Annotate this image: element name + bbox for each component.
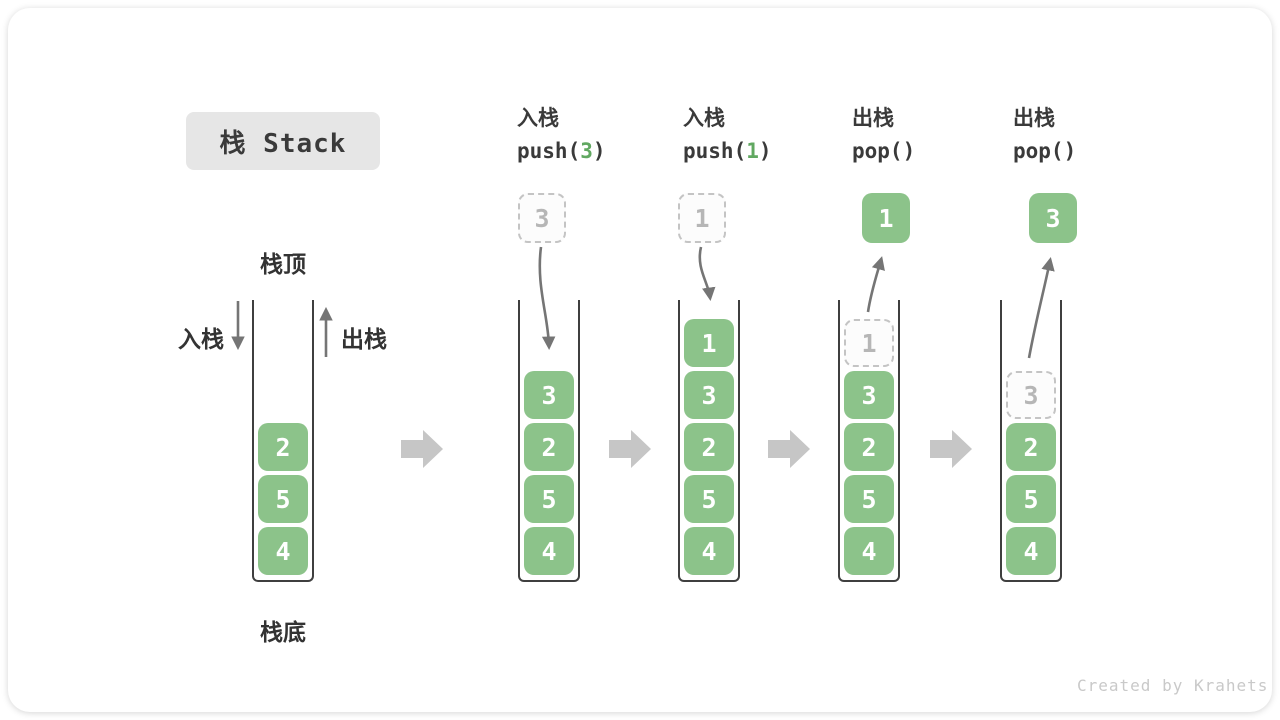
pop-direction-label: 出栈 bbox=[341, 327, 387, 353]
code-pre: push( bbox=[683, 139, 747, 163]
title-badge: 栈 Stack bbox=[186, 112, 380, 170]
code-post: ) bbox=[758, 139, 772, 163]
stack-cell: 2 bbox=[1006, 423, 1056, 471]
stack-cell: 5 bbox=[258, 475, 308, 523]
stack-cell: 1 bbox=[684, 319, 734, 367]
op-cn-label: 入栈 bbox=[683, 106, 725, 130]
stack-cell: 3 bbox=[684, 371, 734, 419]
stack-bottom-label: 栈底 bbox=[260, 620, 306, 646]
op-code-label: pop() bbox=[852, 133, 1002, 169]
op-code-label: pop() bbox=[1013, 133, 1163, 169]
push-1-curve-arrow bbox=[698, 246, 716, 302]
code-pre: pop( bbox=[1013, 139, 1064, 163]
stack-cell: 5 bbox=[684, 475, 734, 523]
op-cn-label: 出栈 bbox=[852, 106, 894, 130]
op-header-push-1: 入栈 push(1) bbox=[683, 103, 833, 169]
code-post: ) bbox=[592, 139, 606, 163]
op-cn-label: 出栈 bbox=[1013, 106, 1055, 130]
op-cn-label: 入栈 bbox=[517, 106, 559, 130]
floating-element-pop-1: 1 bbox=[862, 193, 910, 243]
stack-cell-ghost: 3 bbox=[1006, 371, 1056, 419]
code-post: ) bbox=[902, 139, 916, 163]
code-arg: 1 bbox=[746, 139, 759, 163]
op-header-pop-1: 出栈 pop() bbox=[852, 103, 1002, 169]
transition-block-arrow-1 bbox=[401, 430, 443, 468]
stack-cell: 4 bbox=[684, 527, 734, 575]
stack-cell: 2 bbox=[684, 423, 734, 471]
stack-cell: 3 bbox=[524, 371, 574, 419]
code-pre: push( bbox=[517, 139, 581, 163]
code-post: ) bbox=[1063, 139, 1077, 163]
stack-cell: 4 bbox=[1006, 527, 1056, 575]
op-code-label: push(1) bbox=[683, 133, 833, 169]
op-code-label: push(3) bbox=[517, 133, 667, 169]
transition-block-arrow-4 bbox=[930, 430, 972, 468]
stack-cell: 3 bbox=[844, 371, 894, 419]
code-arg: 3 bbox=[580, 139, 593, 163]
stack-cell: 5 bbox=[844, 475, 894, 523]
push-direction-label: 入栈 bbox=[178, 327, 224, 353]
stack-cell: 5 bbox=[1006, 475, 1056, 523]
stack-cell: 4 bbox=[524, 527, 574, 575]
stack-top-label: 栈顶 bbox=[260, 252, 306, 278]
stack-cell-ghost: 1 bbox=[844, 319, 894, 367]
stack-cell: 4 bbox=[844, 527, 894, 575]
transition-block-arrow-2 bbox=[609, 430, 651, 468]
stack-cell: 2 bbox=[844, 423, 894, 471]
transition-block-arrow-3 bbox=[768, 430, 810, 468]
title-text: 栈 Stack bbox=[219, 128, 347, 159]
stack-cell: 4 bbox=[258, 527, 308, 575]
stack-cell: 2 bbox=[258, 423, 308, 471]
op-header-push-3: 入栈 push(3) bbox=[517, 103, 667, 169]
floating-element-pop-3: 3 bbox=[1029, 193, 1077, 243]
stack-cell: 2 bbox=[524, 423, 574, 471]
stack-cell: 5 bbox=[524, 475, 574, 523]
watermark: Created by Krahets bbox=[1077, 676, 1269, 695]
floating-element-push-3: 3 bbox=[518, 193, 566, 243]
floating-element-push-1: 1 bbox=[678, 193, 726, 243]
code-pre: pop( bbox=[852, 139, 903, 163]
op-header-pop-3: 出栈 pop() bbox=[1013, 103, 1163, 169]
